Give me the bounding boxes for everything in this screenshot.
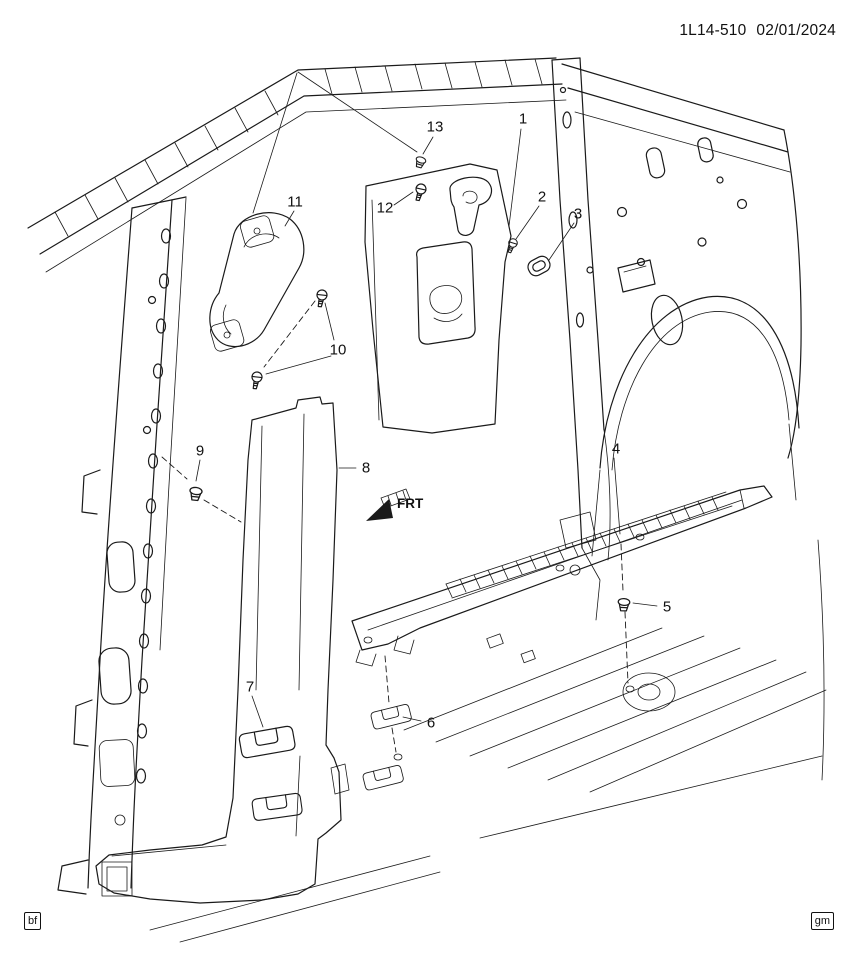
document-header: 1L14-510 02/01/2024 [679,22,836,40]
clip-icon [413,155,428,170]
bracket-icon [251,792,304,822]
roof-rail-art [27,57,567,273]
callout-label-9: 9 [195,442,205,460]
construction-lines [252,71,418,214]
part-4-sill-plate [351,485,773,667]
right-quarter-art [551,57,802,621]
callout-label-7: 7 [245,678,255,696]
callout-label-6: 6 [426,714,436,732]
callout-label-10: 10 [329,341,347,359]
clip-icon [188,486,204,502]
part-8-lower-pillar-trim [95,396,350,904]
screw-icon [249,370,264,391]
callout-label-4: 4 [611,440,621,458]
callout-label-3: 3 [573,205,583,223]
screw-icon [314,288,329,309]
assembly-axes [161,300,629,753]
callout-label-2: 2 [537,188,547,206]
part-1-upper-pillar-trim [364,163,512,434]
floor-art [403,539,827,839]
bracket-icon [361,764,405,792]
part-11-assist-handle [209,212,305,352]
callout-label-5: 5 [662,598,672,616]
axis-holes [393,685,635,761]
footer-code-right: gm [810,912,834,930]
callout-label-8: 8 [361,459,371,477]
document-number: 1L14-510 [679,22,747,39]
callout-label-11: 11 [287,193,303,211]
fasteners [188,155,631,822]
footer-code-left: bf [24,912,42,930]
frt-direction-label: FRT [397,496,424,511]
retainer-icon [527,255,551,277]
callout-label-1: 1 [518,110,528,128]
bracket-icon [369,703,413,731]
document-date: 02/01/2024 [756,22,836,39]
leader-lines [195,128,658,728]
callout-label-12: 12 [376,199,394,217]
frt-direction-arrow [366,488,411,521]
bracket-icon [237,724,297,760]
callout-label-13: 13 [426,118,444,136]
left-pillar-art [57,196,441,943]
clip-icon [616,597,631,612]
screw-icon [411,182,428,203]
